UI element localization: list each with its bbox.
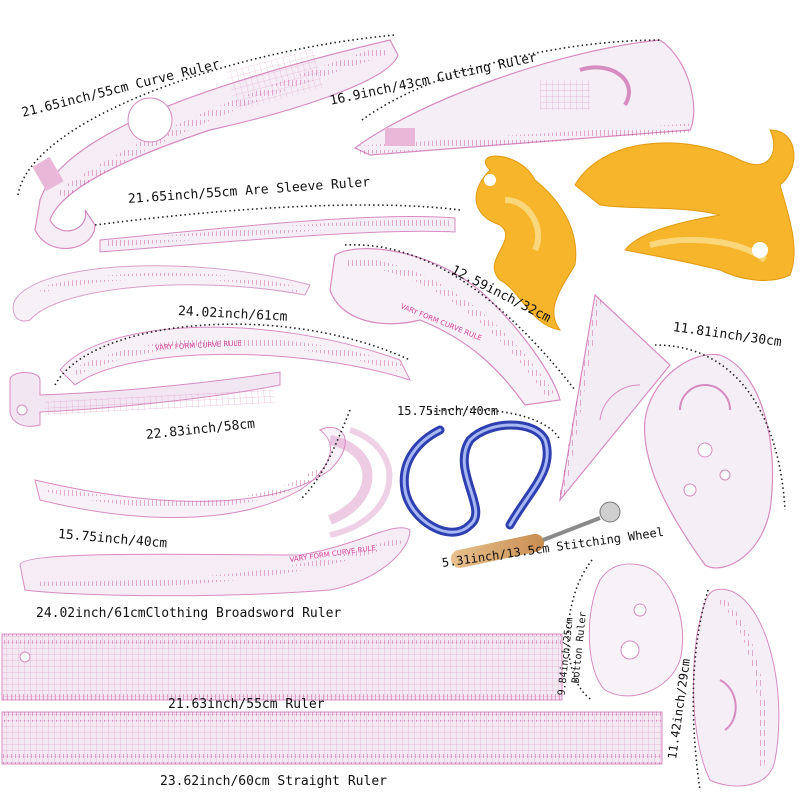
curve-ruler-61cm: VARY FORM CURVE RULE — [59, 326, 411, 386]
label-straight-ruler: 23.62inch/60cm Straight Ruler — [160, 774, 387, 789]
french-curve-large — [574, 129, 795, 281]
triangle-ruler — [559, 293, 671, 503]
broadsword-ruler: VARY FORM CURVE RULE — [19, 527, 411, 597]
french-curve-small — [475, 155, 577, 331]
hip-curve-ruler — [12, 265, 311, 322]
dimension-lines — [17, 34, 786, 791]
stitching-wheel — [450, 501, 621, 568]
sleeve-ruler — [99, 216, 456, 253]
flexible-curve-ruler — [399, 420, 552, 537]
label-flexible-ruler: 15.75inch/40cm — [397, 404, 499, 418]
curve-ruler-29cm — [692, 588, 780, 787]
grid-ruler-55cm — [1, 633, 563, 701]
curve-ruler — [32, 39, 399, 250]
cutting-ruler — [353, 39, 695, 156]
straight-ruler-60cm — [1, 711, 663, 765]
l-curve-ruler — [9, 371, 281, 427]
teardrop-curve-ruler-30cm — [644, 353, 774, 569]
button-ruler — [588, 563, 684, 697]
label-broadsword: 24.02inch/61cmClothing Broadsword Ruler — [36, 606, 342, 621]
armhole-curve-set — [34, 426, 393, 538]
label-21-63: 21.63inch/55cm Ruler — [168, 697, 325, 712]
